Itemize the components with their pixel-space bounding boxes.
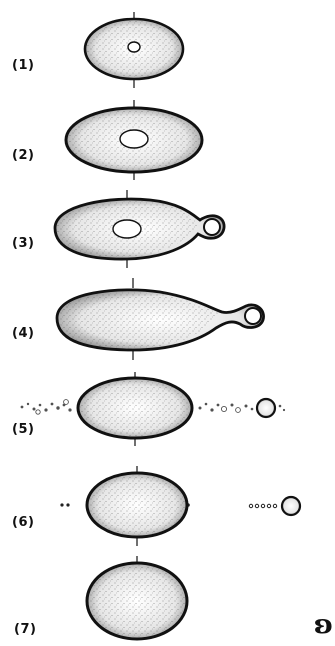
stage-5-left-granules [21, 400, 72, 415]
stage-1-nucleus [128, 42, 140, 52]
stage-label-7: (7) [14, 622, 36, 637]
stage-label-2: (2) [12, 148, 34, 163]
stage-2-cell [66, 100, 202, 180]
stage-2-nucleus [120, 130, 148, 148]
stage-label-6: (6) [12, 515, 34, 530]
stage-5-cell [21, 372, 286, 446]
stage-4-bud [245, 308, 261, 324]
stage-4-cell [57, 278, 264, 360]
stage-label-5: (5) [12, 422, 34, 437]
stage-3-cell [55, 190, 224, 268]
stage-5-bud [257, 399, 275, 417]
stage-label-3: (3) [12, 236, 34, 251]
corner-glyph: ʚ [314, 610, 333, 640]
stage-6-cell [60, 466, 300, 546]
stage-7-cell [87, 556, 187, 639]
stage-1-cell [85, 12, 183, 88]
stage-label-4: (4) [12, 326, 34, 341]
stage-label-1: (1) [12, 58, 34, 73]
stage-3-bud [204, 219, 220, 235]
stage-3-nucleus [113, 220, 141, 238]
stage-6-bud [282, 497, 300, 515]
stage-6-granules [249, 504, 276, 507]
